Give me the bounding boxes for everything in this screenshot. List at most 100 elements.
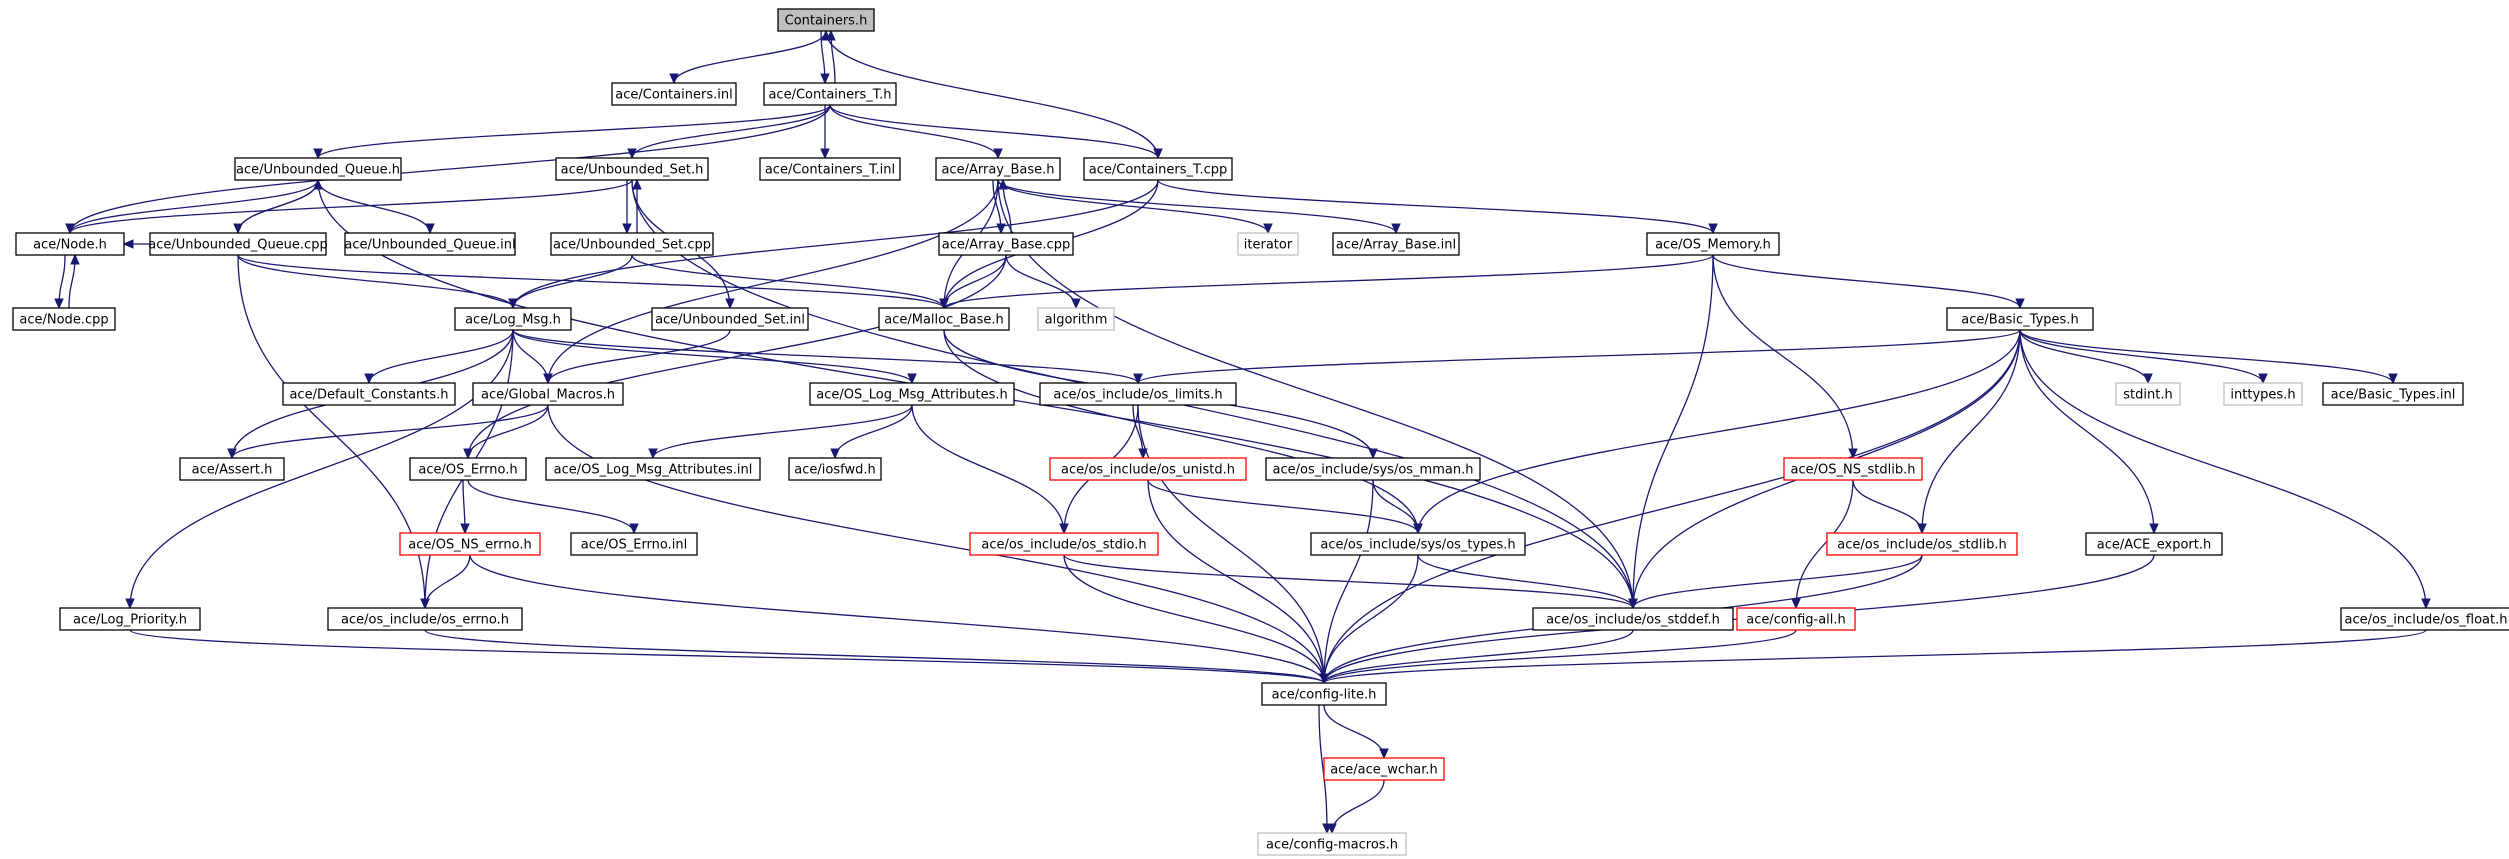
node-label: ace/os_include/os_stdlib.h — [1837, 538, 2006, 553]
node-label: iterator — [1244, 238, 1293, 253]
node-inttypes-h[interactable]: inttypes.h — [2223, 382, 2303, 406]
node-label: ace/Array_Base.h — [941, 163, 1054, 178]
node-node-cpp[interactable]: ace/Node.cpp — [12, 307, 116, 331]
node-array-base-inl[interactable]: ace/Array_Base.inl — [1332, 232, 1460, 256]
node-label: ace/os_include/sys/os_mman.h — [1273, 463, 1474, 478]
node-algorithm[interactable]: algorithm — [1037, 307, 1115, 331]
node-label: inttypes.h — [2230, 388, 2295, 403]
node-unbounded-set-h[interactable]: ace/Unbounded_Set.h — [555, 157, 709, 181]
node-os-stdlib-h[interactable]: ace/os_include/os_stdlib.h — [1826, 532, 2018, 556]
node-basic-types-inl[interactable]: ace/Basic_Types.inl — [2322, 382, 2464, 406]
node-label: ace/OS_Memory.h — [1655, 238, 1771, 253]
node-label: ace/Containers.inl — [615, 88, 732, 103]
edge-os_errno_os_h-to-config_lite_h — [424, 629, 1329, 685]
node-ace-wchar-h[interactable]: ace/ace_wchar.h — [1323, 757, 1445, 781]
node-os-errno-inl[interactable]: ace/OS_Errno.inl — [570, 532, 698, 556]
node-label: ace/Containers_T.h — [768, 88, 891, 103]
edge-basic_types_h-to-os_limits_h — [1133, 329, 2021, 385]
node-containers-inl[interactable]: ace/Containers.inl — [611, 82, 737, 106]
node-label: ace/OS_NS_stdlib.h — [1791, 463, 1916, 478]
node-os-ns-errno-h[interactable]: ace/OS_NS_errno.h — [399, 532, 541, 556]
node-malloc-base-h[interactable]: ace/Malloc_Base.h — [878, 307, 1010, 331]
edge-basic_types_h-to-os_stdlib_h — [1917, 329, 2021, 535]
node-log-priority-h[interactable]: ace/Log_Priority.h — [59, 607, 201, 631]
node-unbounded-queue-cpp[interactable]: ace/Unbounded_Queue.cpp — [148, 232, 328, 256]
node-config-all-h[interactable]: ace/config-all.h — [1736, 607, 1856, 631]
edge-unbounded_set_cpp-to-log_msg_h — [508, 254, 633, 310]
edge-unbounded_queue_h-to-node_h — [65, 179, 319, 235]
edge-containers_t_h-to-array_base_h — [829, 104, 1003, 160]
edge-global_macros_h-to-os_errno_h — [463, 404, 549, 460]
node-os-stddef-h[interactable]: ace/os_include/os_stddef.h — [1532, 607, 1734, 631]
edge-ace_wchar_h-to-config_macros_h — [1327, 779, 1385, 835]
edge-unbounded_queue_cpp-to-node_h — [122, 239, 150, 249]
node-os-unistd-h[interactable]: ace/os_include/os_unistd.h — [1049, 457, 1247, 481]
node-os-errno-h[interactable]: ace/OS_Errno.h — [409, 457, 527, 481]
node-containers-h[interactable]: Containers.h — [777, 8, 875, 32]
node-label: ace/Log_Priority.h — [73, 613, 187, 628]
node-array-base-h[interactable]: ace/Array_Base.h — [935, 157, 1061, 181]
node-iterator[interactable]: iterator — [1237, 232, 1299, 256]
node-label: ace/OS_Errno.inl — [581, 538, 687, 553]
node-os-ns-stdlib-h[interactable]: ace/OS_NS_stdlib.h — [1783, 457, 1923, 481]
edge-containers_t_h-to-unbounded_set_h — [627, 104, 831, 160]
node-config-lite-h[interactable]: ace/config-lite.h — [1261, 682, 1387, 706]
edge-os_memory_h-to-os_ns_stdlib_h — [1712, 254, 1858, 460]
edge-basic_types_h-to-os_types_h — [1413, 329, 2021, 535]
node-global-macros-h[interactable]: ace/Global_Macros.h — [472, 382, 624, 406]
node-assert-h[interactable]: ace/Assert.h — [179, 457, 285, 481]
edge-os_float_h-to-config_lite_h — [1319, 629, 2427, 685]
node-label: ace/Unbounded_Queue.cpp — [148, 238, 327, 253]
edge-containers_h-to-containers_inl — [669, 30, 827, 85]
node-os-errno-os-h[interactable]: ace/os_include/os_errno.h — [327, 607, 523, 631]
node-unbounded-set-inl[interactable]: ace/Unbounded_Set.inl — [651, 307, 809, 331]
edge-os_memory_h-to-malloc_base_h — [939, 254, 1714, 310]
node-unbounded-queue-inl[interactable]: ace/Unbounded_Queue.inl — [344, 232, 516, 256]
node-layer: Containers.h ace/Containers.inl ace/Contai… — [12, 8, 2509, 856]
node-label: ace/config-macros.h — [1266, 838, 1398, 853]
edge-global_macros_h-to-assert_h — [227, 404, 549, 460]
node-ace-export-h[interactable]: ace/ACE_export.h — [2085, 532, 2223, 556]
node-label: ace/Node.h — [33, 238, 107, 253]
node-os-log-msg-attributes-inl[interactable]: ace/OS_Log_Msg_Attributes.inl — [545, 457, 761, 481]
node-default-constants-h[interactable]: ace/Default_Constants.h — [282, 382, 456, 406]
node-os-limits-h[interactable]: ace/os_include/os_limits.h — [1039, 382, 1237, 406]
node-label: ace/Array_Base.inl — [1336, 238, 1456, 253]
node-array-base-cpp[interactable]: ace/Array_Base.cpp — [938, 232, 1074, 256]
node-unbounded-queue-h[interactable]: ace/Unbounded_Queue.h — [234, 157, 402, 181]
node-label: ace/Containers_T.inl — [765, 163, 895, 178]
node-os-stdio-h[interactable]: ace/os_include/os_stdio.h — [969, 532, 1159, 556]
edge-basic_types_h-to-os_float_h — [2019, 329, 2431, 610]
edge-containers_t_h-to-containers_t_inl — [820, 105, 830, 160]
node-stdint-h[interactable]: stdint.h — [2115, 382, 2181, 406]
node-log-msg-h[interactable]: ace/Log_Msg.h — [454, 307, 572, 331]
node-label: ace/Default_Constants.h — [289, 388, 448, 403]
edge-node_h-to-node_cpp — [54, 254, 66, 310]
edge-os_types_h-to-os_stddef_h — [1417, 554, 1638, 610]
node-containers-t-inl[interactable]: ace/Containers_T.inl — [759, 157, 901, 181]
edge-containers_t_h-to-unbounded_queue_h — [313, 104, 831, 160]
node-iosfwd-h[interactable]: ace/iosfwd.h — [788, 457, 882, 481]
edge-config_all_h-to-config_lite_h — [1319, 629, 1797, 685]
node-os-mman-h[interactable]: ace/os_include/sys/os_mman.h — [1265, 457, 1481, 481]
node-config-macros-h[interactable]: ace/config-macros.h — [1257, 832, 1407, 856]
edge-os_log_msg_attributes_h-to-os_log_msg_attributes_inl — [648, 404, 913, 460]
edge-malloc_base_h-to-os_types_h — [943, 329, 1423, 535]
edge-os_limits_h-to-config_lite_h — [1137, 404, 1329, 685]
node-os-types-h[interactable]: ace/os_include/sys/os_types.h — [1310, 532, 1526, 556]
node-label: ace/OS_Log_Msg_Attributes.inl — [554, 463, 753, 478]
node-os-log-msg-attributes-h[interactable]: ace/OS_Log_Msg_Attributes.h — [809, 382, 1015, 406]
node-label: ace/ACE_export.h — [2097, 538, 2211, 553]
node-label: ace/os_include/os_stddef.h — [1546, 613, 1720, 628]
node-basic-types-h[interactable]: ace/Basic_Types.h — [1946, 307, 2094, 331]
node-os-memory-h[interactable]: ace/OS_Memory.h — [1646, 232, 1780, 256]
node-node-h[interactable]: ace/Node.h — [15, 232, 125, 256]
node-os-float-h[interactable]: ace/os_include/os_float.h — [2340, 607, 2509, 631]
node-label: ace/os_include/os_unistd.h — [1061, 463, 1235, 478]
node-unbounded-set-cpp[interactable]: ace/Unbounded_Set.cpp — [550, 232, 714, 256]
node-containers-t-h[interactable]: ace/Containers_T.h — [763, 82, 897, 106]
edge-os_memory_h-to-basic_types_h — [1712, 254, 2025, 310]
node-containers-t-cpp[interactable]: ace/Containers_T.cpp — [1083, 157, 1233, 181]
node-label: ace/Array_Base.cpp — [942, 238, 1070, 253]
node-label: stdint.h — [2123, 388, 2172, 403]
